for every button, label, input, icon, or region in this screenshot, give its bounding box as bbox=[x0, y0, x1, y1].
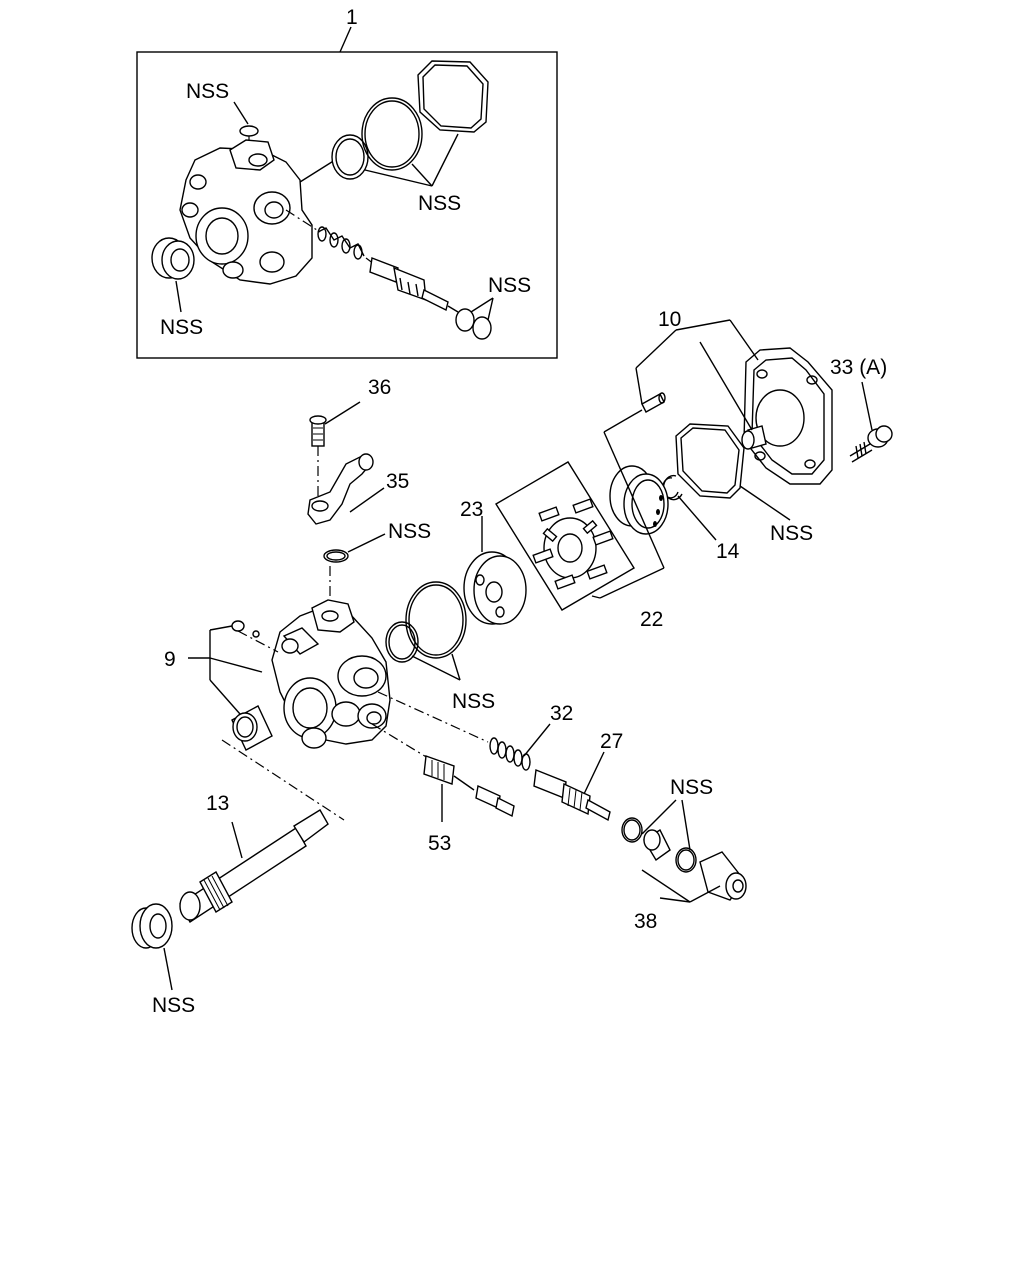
valve-27 bbox=[533, 751, 611, 822]
label-item-35: 35 bbox=[386, 470, 409, 493]
label-item-13: 13 bbox=[206, 792, 229, 815]
cover-plate bbox=[741, 347, 833, 485]
inset-valve-spring bbox=[285, 209, 494, 340]
pin bbox=[603, 392, 666, 433]
label-nss-orings-mid: NSS bbox=[452, 690, 495, 713]
label-item-23: 23 bbox=[460, 498, 483, 521]
seal-bottom-nss bbox=[131, 903, 173, 991]
main-pump-housing bbox=[271, 599, 391, 749]
washer-nss bbox=[323, 533, 386, 602]
leader-lines bbox=[233, 101, 759, 431]
rotor-vanes-box bbox=[495, 431, 665, 611]
spring-32 bbox=[377, 691, 551, 771]
label-item-14: 14 bbox=[716, 540, 740, 563]
connector-38 bbox=[621, 799, 747, 903]
union-fitting-35 bbox=[307, 453, 385, 525]
label-item-27: 27 bbox=[600, 730, 623, 753]
label-nss-connector: NSS bbox=[670, 776, 713, 799]
label-nss-inset-top: NSS bbox=[186, 80, 229, 103]
label-nss-gasket-right: NSS bbox=[770, 522, 813, 545]
bolt-33 bbox=[849, 381, 893, 463]
label-item-36: 36 bbox=[368, 376, 391, 399]
label-item-1: 1 bbox=[346, 6, 358, 29]
gasket-nss-right bbox=[675, 423, 791, 521]
label-item-9: 9 bbox=[164, 648, 176, 671]
label-nss-inset-seal: NSS bbox=[160, 316, 203, 339]
label-nss-inset-orings: NSS bbox=[488, 274, 531, 297]
label-item-10: 10 bbox=[658, 308, 681, 331]
o-rings-nss-mid bbox=[385, 581, 467, 681]
relief-valve-53 bbox=[371, 723, 515, 822]
bolt-36 bbox=[309, 401, 361, 500]
label-nss-bottom-seal: NSS bbox=[152, 994, 195, 1017]
inset-kit-box bbox=[136, 26, 558, 359]
pins-9 bbox=[231, 620, 279, 653]
cam-ring bbox=[609, 465, 669, 535]
label-9-leader bbox=[188, 625, 263, 715]
shaft-13 bbox=[179, 739, 345, 923]
label-item-53: 53 bbox=[428, 832, 451, 855]
label-nss-washer: NSS bbox=[388, 520, 431, 543]
label-nss-inset-gaskets: NSS bbox=[418, 192, 461, 215]
bushing-9 bbox=[231, 705, 273, 751]
side-plate-23 bbox=[463, 516, 527, 625]
part-labels: 1 NSS NSS NSS NSS 10 33 (A) 36 35 23 NSS… bbox=[152, 6, 887, 1017]
inset-seal-left bbox=[151, 237, 195, 313]
label-item-38: 38 bbox=[634, 910, 657, 933]
inset-pump-housing bbox=[179, 125, 336, 285]
inset-o-rings-gaskets bbox=[331, 60, 489, 187]
rotor-vanes bbox=[532, 498, 614, 590]
label-item-32: 32 bbox=[550, 702, 573, 725]
label-item-33: 33 (A) bbox=[830, 356, 887, 379]
label-item-22: 22 bbox=[640, 608, 663, 631]
